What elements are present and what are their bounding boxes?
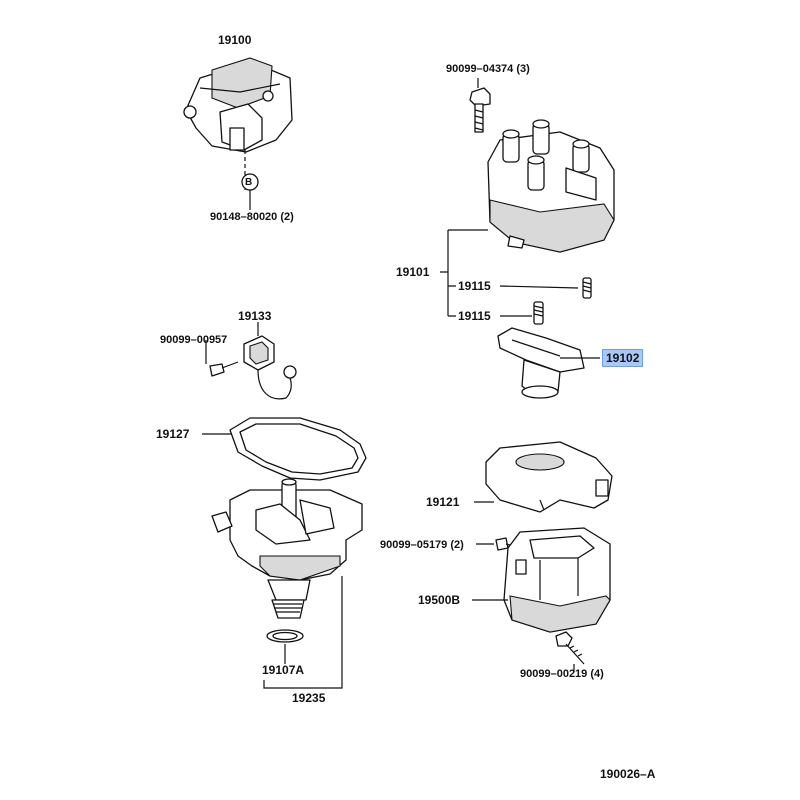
callout-circle-b (241, 173, 259, 210)
leader-lines (202, 78, 600, 689)
spring-19115-lower-drawing (533, 301, 544, 325)
label-19115-lower: 19115 (458, 309, 491, 323)
screw-90099-00957-drawing (209, 361, 239, 377)
label-90099-00957: 90099–00957 (160, 334, 228, 346)
spring-19115-upper-drawing (582, 277, 592, 299)
gasket-19127-drawing (229, 417, 367, 481)
callout-b-letter: B (245, 177, 253, 188)
rotor-drawing (497, 327, 585, 399)
shield-19121-drawing (485, 441, 613, 513)
distributor-housing-drawing (211, 478, 363, 619)
diagram-id: 190026–A (600, 767, 656, 781)
label-90099-05179: 90099–05179 (2) (380, 539, 464, 551)
label-19235: 19235 (292, 691, 326, 705)
oring-19107a-drawing (266, 629, 304, 643)
housing-19500b-drawing (503, 527, 611, 633)
label-19115-upper: 19115 (458, 279, 491, 293)
bolt-90099-04374-drawing (469, 87, 491, 133)
label-19102-highlighted[interactable]: 19102 (602, 349, 644, 367)
label-19107a: 19107A (262, 663, 305, 677)
label-90099-00219: 90099–00219 (4) (520, 668, 604, 680)
label-90148-80020: 90148–80020 (2) (210, 211, 294, 223)
label-19133: 19133 (238, 309, 272, 323)
label-19127: 19127 (156, 427, 190, 441)
label-90099-04374: 90099–04374 (3) (446, 63, 530, 75)
igniter-19133-drawing (243, 335, 297, 400)
label-19121: 19121 (426, 495, 460, 509)
distributor-cap-drawing (487, 119, 615, 253)
label-19101: 19101 (396, 265, 430, 279)
label-19500b: 19500B (418, 593, 461, 607)
label-19100: 19100 (218, 33, 252, 47)
distributor-assembly-drawing (183, 57, 293, 190)
bolt-90099-00219-drawing (555, 631, 585, 665)
